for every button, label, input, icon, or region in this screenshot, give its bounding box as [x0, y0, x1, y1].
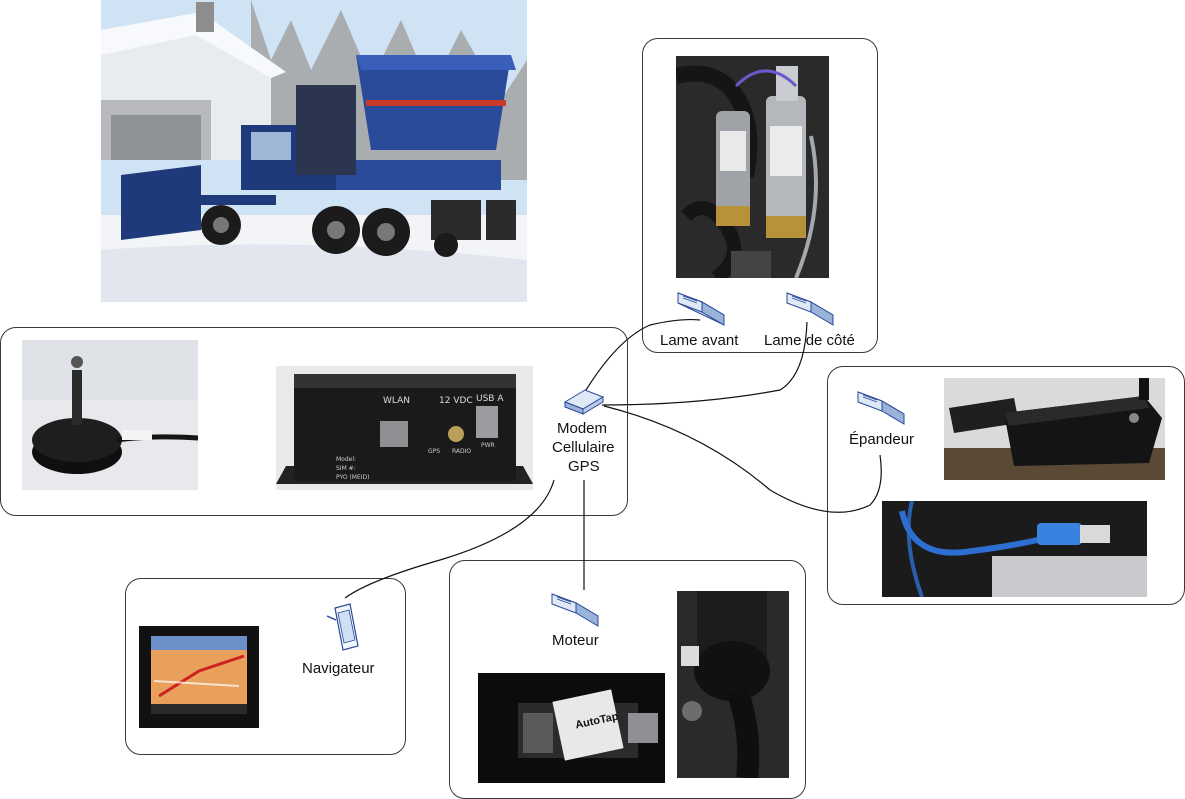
- modem-label-wlan: WLAN: [383, 396, 411, 406]
- spreader-usb-photo: [882, 501, 1147, 597]
- modem-label-usb: USB A: [476, 394, 504, 404]
- label-epandeur: Épandeur: [849, 431, 915, 448]
- modem-label-sim: SIM #:: [336, 465, 356, 472]
- autotap-photo: AutoTap: [478, 673, 665, 783]
- truck-photo: [101, 0, 527, 302]
- spreader-controller-photo: [944, 378, 1165, 480]
- obd-connector-photo: [677, 591, 789, 778]
- navigator-photo: [139, 626, 259, 728]
- modem-device-photo: WLAN 12 VDC USB A GPS RADIO PWR Model: S…: [276, 366, 533, 490]
- modem-label-model: Model:: [336, 456, 357, 463]
- label-lame-avant: Lame avant: [660, 332, 739, 349]
- modem-label-pyo: PYO (MEID): [336, 474, 370, 481]
- label-modem-line3: GPS: [568, 458, 600, 475]
- label-moteur: Moteur: [552, 632, 599, 649]
- label-modem-line1: Modem: [557, 420, 608, 437]
- modem-label-vdc: 12 VDC: [439, 396, 473, 406]
- pressure-sensors-photo: [676, 56, 829, 278]
- modem-label-gps: GPS: [428, 448, 441, 455]
- label-lame-cote: Lame de côté: [764, 332, 855, 349]
- label-navigateur: Navigateur: [302, 660, 375, 677]
- modem-label-radio: RADIO: [452, 448, 472, 455]
- antenna-photo: [22, 340, 198, 490]
- modem-label-pwr: PWR: [481, 442, 495, 449]
- label-modem-line2: Cellulaire: [552, 439, 615, 456]
